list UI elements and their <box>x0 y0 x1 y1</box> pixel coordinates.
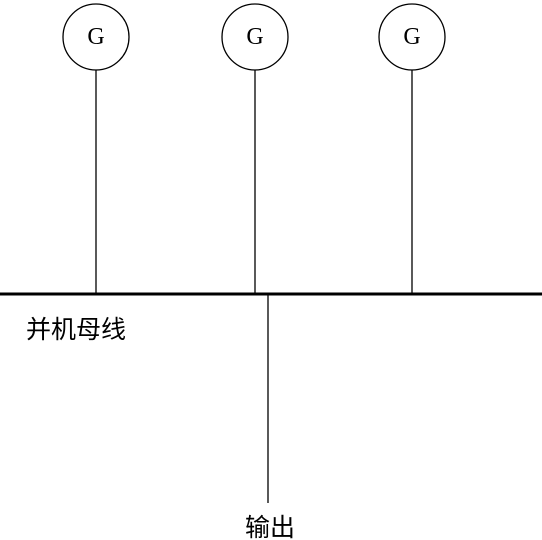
generator-2-label: G <box>246 24 263 50</box>
generator-3: G <box>378 3 446 294</box>
bus-label: 并机母线 <box>26 315 126 344</box>
generator-3-label: G <box>403 24 420 50</box>
generator-1-label: G <box>87 24 104 50</box>
generator-1-circle <box>62 3 130 71</box>
generator-3-circle <box>378 3 446 71</box>
generator-2: G <box>221 3 289 294</box>
generator-1: G <box>62 3 130 294</box>
generator-2-circle <box>221 3 289 71</box>
output-label: 输出 <box>245 513 295 540</box>
